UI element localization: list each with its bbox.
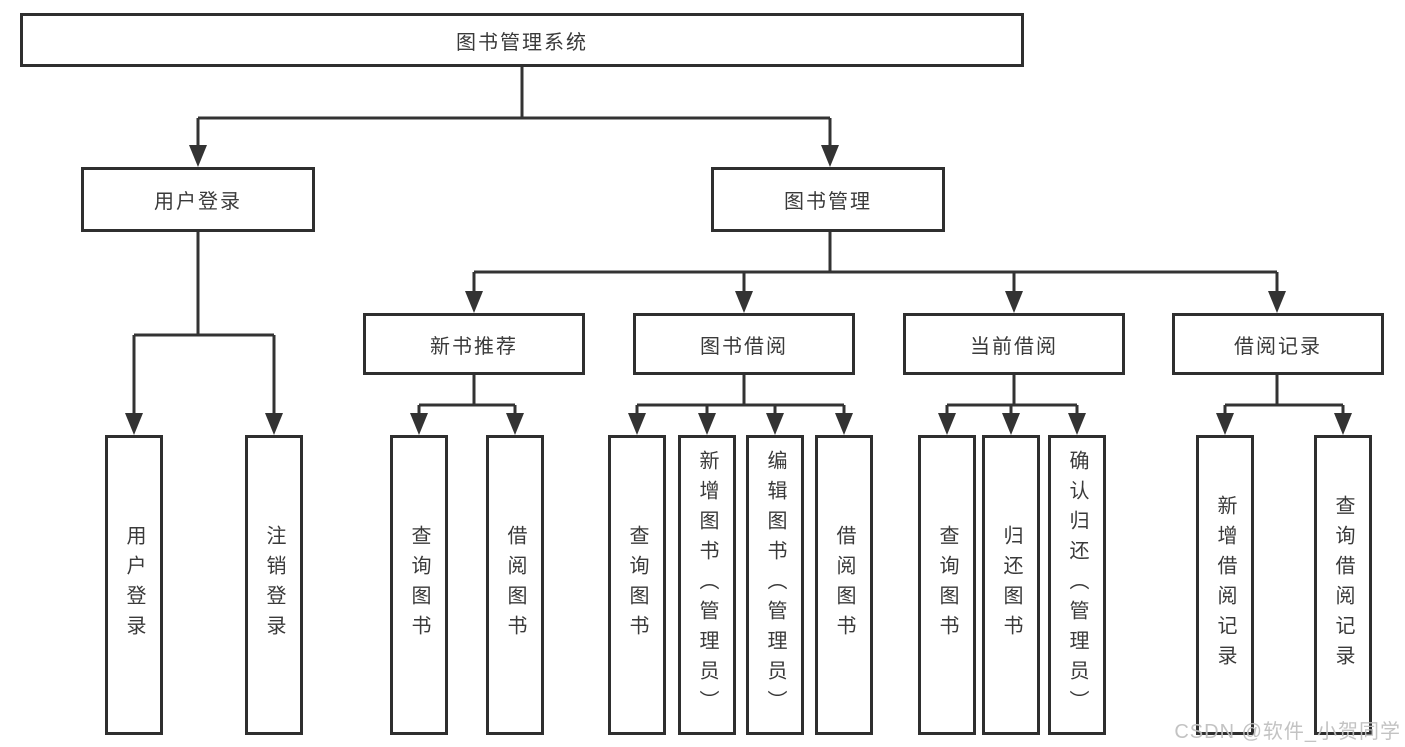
leaf-node-borrow-books-recommend: 借阅图书 <box>486 435 544 735</box>
csdn-watermark: CSDN @软件_小贺同学 <box>1174 721 1401 743</box>
branch-node-book-management: 图书管理 <box>711 167 945 232</box>
leaf-node-query-books-recommend: 查询图书 <box>390 435 448 735</box>
branch-node-label: 图书管理 <box>784 191 872 213</box>
module-node-borrow-records: 借阅记录 <box>1172 313 1384 375</box>
leaf-node-return-book: 归还图书 <box>982 435 1040 735</box>
leaf-node-label: 查询图书 <box>408 525 430 645</box>
module-node-label: 图书借阅 <box>700 335 788 358</box>
leaf-node-label: 注销登录 <box>263 525 285 645</box>
module-node-new-book-recommend: 新书推荐 <box>363 313 585 375</box>
leaf-node-confirm-return-admin: 确认归还（管理员） <box>1048 435 1106 735</box>
module-node-current-borrowing: 当前借阅 <box>903 313 1125 375</box>
leaf-node-logout: 注销登录 <box>245 435 303 735</box>
leaf-node-user-login: 用户登录 <box>105 435 163 735</box>
leaf-node-add-borrow-record: 新增借阅记录 <box>1196 435 1254 735</box>
module-node-book-borrowing: 图书借阅 <box>633 313 855 375</box>
module-node-label: 当前借阅 <box>970 335 1058 358</box>
leaf-node-label: 确认归还（管理员） <box>1066 450 1088 720</box>
leaf-node-edit-book-admin: 编辑图书（管理员） <box>746 435 804 735</box>
branch-node-label: 用户登录 <box>154 191 242 213</box>
leaf-node-query-books-current: 查询图书 <box>918 435 976 735</box>
leaf-node-query-books-borrowing: 查询图书 <box>608 435 666 735</box>
leaf-node-label: 借阅图书 <box>504 525 526 645</box>
leaf-node-label: 用户登录 <box>123 525 145 645</box>
leaf-node-label: 借阅图书 <box>833 525 855 645</box>
leaf-node-label: 归还图书 <box>1000 525 1022 645</box>
leaf-node-add-book-admin: 新增图书（管理员） <box>678 435 736 735</box>
root-node-label: 图书管理系统 <box>456 31 588 54</box>
module-node-label: 新书推荐 <box>430 335 518 358</box>
module-node-label: 借阅记录 <box>1234 335 1322 358</box>
leaf-node-label: 编辑图书（管理员） <box>764 450 786 720</box>
leaf-node-label: 查询借阅记录 <box>1332 495 1354 675</box>
branch-node-user-login: 用户登录 <box>81 167 315 232</box>
leaf-node-label: 查询图书 <box>626 525 648 645</box>
root-node-library-system: 图书管理系统 <box>20 13 1024 67</box>
leaf-node-borrow-books-borrowing: 借阅图书 <box>815 435 873 735</box>
leaf-node-label: 查询图书 <box>936 525 958 645</box>
leaf-node-query-borrow-record: 查询借阅记录 <box>1314 435 1372 735</box>
leaf-node-label: 新增借阅记录 <box>1214 495 1236 675</box>
leaf-node-label: 新增图书（管理员） <box>696 450 718 720</box>
